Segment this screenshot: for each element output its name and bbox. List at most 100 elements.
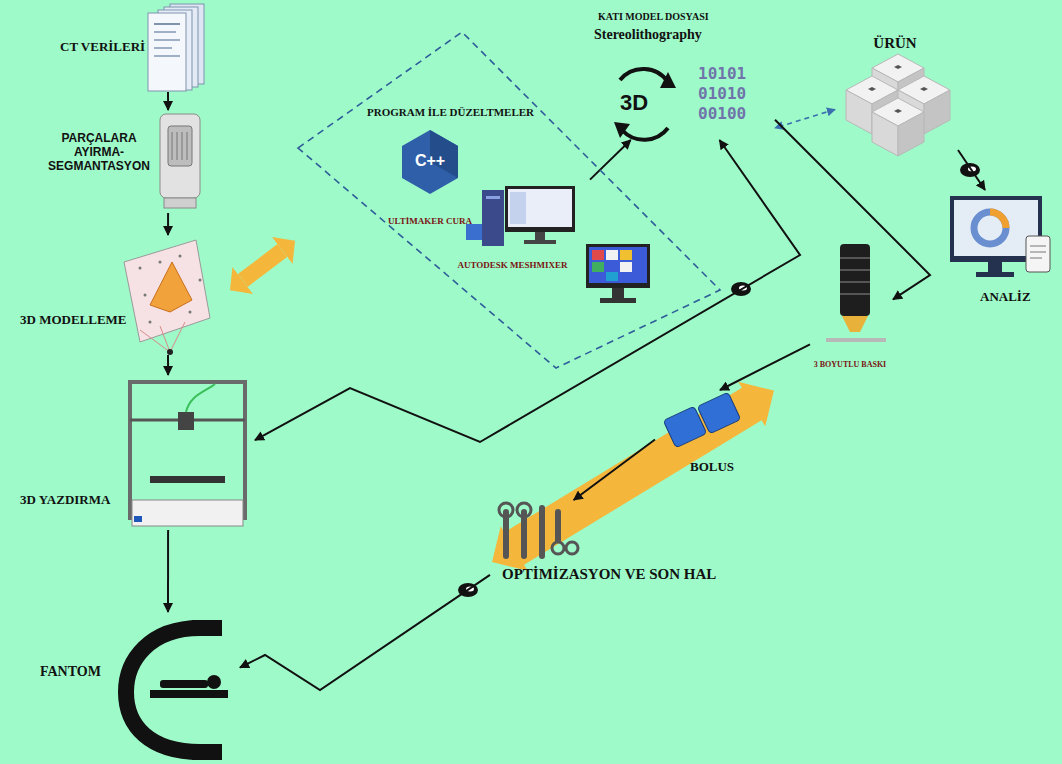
monitor-icon <box>586 244 650 303</box>
flow-arrow <box>590 140 631 180</box>
tools-icon <box>517 503 531 517</box>
flow-arrow <box>167 530 169 612</box>
flow-arrow <box>167 92 169 110</box>
product-cubes <box>846 54 950 156</box>
phantom-illustration <box>192 744 222 760</box>
modelling-illustration <box>124 240 210 355</box>
printer-illustration <box>186 384 215 412</box>
printer-illustration <box>134 516 142 522</box>
link-token <box>960 163 980 177</box>
modelling-illustration <box>159 261 162 264</box>
link-token <box>458 163 980 597</box>
ct-documents <box>154 55 180 57</box>
node-subtitle: Stereolithography <box>594 27 702 43</box>
printer-illustration <box>130 382 245 518</box>
nozzle-illustration <box>840 257 870 259</box>
program-group: PROGRAM İLE DÜZELTMELERULTİMAKER CURAAUT… <box>295 30 590 370</box>
computer-icon <box>466 186 575 246</box>
node-title: BOLUS <box>690 460 734 475</box>
dashed-connector <box>775 110 835 128</box>
modelling-illustration <box>167 349 173 355</box>
monitor-icon <box>612 288 624 298</box>
printer-illustration <box>132 500 243 526</box>
analysis-monitor <box>954 200 1038 256</box>
dashed-outline <box>295 30 590 370</box>
double-arrow-band <box>243 251 283 281</box>
ct-documents <box>154 23 180 25</box>
orange-band <box>478 368 787 584</box>
ct-documents <box>148 4 204 91</box>
tools-icon <box>499 503 513 517</box>
segmentation-device <box>172 132 173 160</box>
nozzle-illustration <box>840 244 870 316</box>
icon-text: 3D <box>620 92 648 114</box>
modelling-illustration <box>179 255 182 258</box>
modelling-illustration <box>150 262 192 312</box>
node-title: 3D YAZDIRMA <box>20 493 110 508</box>
tools-icon <box>521 512 527 556</box>
segmentation-device <box>160 114 200 208</box>
rotation-arrows <box>614 122 630 138</box>
computer-icon <box>505 186 575 232</box>
node-title: CT VERİLERİ <box>60 40 145 55</box>
monitor-icon <box>589 247 647 283</box>
node-title: ULTİMAKER CURA <box>370 216 490 226</box>
binary-text: 00100 <box>698 106 746 122</box>
bolus-node: BOLUS <box>655 390 785 500</box>
computer-icon <box>466 224 482 240</box>
modelling-illustration <box>160 326 170 352</box>
printer-illustration <box>130 382 245 526</box>
tools-icon <box>552 542 564 554</box>
modelling-illustration <box>170 322 185 352</box>
file-node: KATI MODEL DOSYASI Stereolithography <box>590 5 775 140</box>
phantom-illustration <box>160 680 208 688</box>
segmentation-device <box>168 126 192 166</box>
flow-arrow <box>958 150 985 190</box>
modelling-illustration <box>139 255 202 324</box>
nozzle-illustration <box>840 293 870 295</box>
printer-illustration <box>178 412 194 430</box>
analysis-monitor <box>1030 246 1046 247</box>
analysis-monitor <box>950 196 1050 277</box>
orange-band <box>478 368 787 584</box>
node-title: OPTİMİZASYON VE SON HAL <box>502 566 716 583</box>
flow-arrow <box>167 355 169 375</box>
analysis-monitor <box>990 212 1006 228</box>
rotation-arrows <box>620 69 668 82</box>
analysis-monitor <box>1026 236 1050 272</box>
tools-icon <box>566 542 578 554</box>
computer-icon <box>535 232 545 240</box>
monitor-icon <box>620 250 632 260</box>
flow-arrow <box>720 344 810 390</box>
print-node: 3 BOYUTLU BASKI <box>810 240 893 385</box>
tools-icon <box>499 503 578 554</box>
modelling-illustration <box>149 321 152 324</box>
tools-icon <box>503 512 509 556</box>
modelling-illustration <box>189 311 192 314</box>
segmentation-device <box>177 132 178 160</box>
nozzle-illustration <box>842 316 868 332</box>
tools-icon <box>506 508 558 556</box>
flow-arrow <box>240 575 490 690</box>
node-title: FANTOM <box>40 664 101 680</box>
monitor-icon <box>592 250 604 260</box>
nozzle-illustration <box>840 269 870 271</box>
tools-icon <box>539 508 545 556</box>
computer-icon <box>508 189 572 227</box>
monitor-icon <box>592 262 604 272</box>
logo-text: C++ <box>400 153 460 169</box>
segmentation-device <box>182 132 183 160</box>
ct-documents <box>154 47 172 49</box>
software-node: ULTİMAKER CURA <box>370 128 493 238</box>
node-title: PROGRAM İLE DÜZELTMELER <box>367 106 534 119</box>
process-node: 3D YAZDIRMA <box>20 375 255 530</box>
monitor-icon <box>606 272 618 281</box>
analysis-monitor <box>976 272 1014 277</box>
flow-arrow <box>574 440 655 501</box>
node-title: KATI MODEL DOSYASI <box>598 11 709 23</box>
phantom-node: FANTOM <box>40 612 240 762</box>
rotation-arrows <box>622 128 668 140</box>
modelling-illustration <box>144 294 147 297</box>
monitor-icon <box>600 298 636 303</box>
